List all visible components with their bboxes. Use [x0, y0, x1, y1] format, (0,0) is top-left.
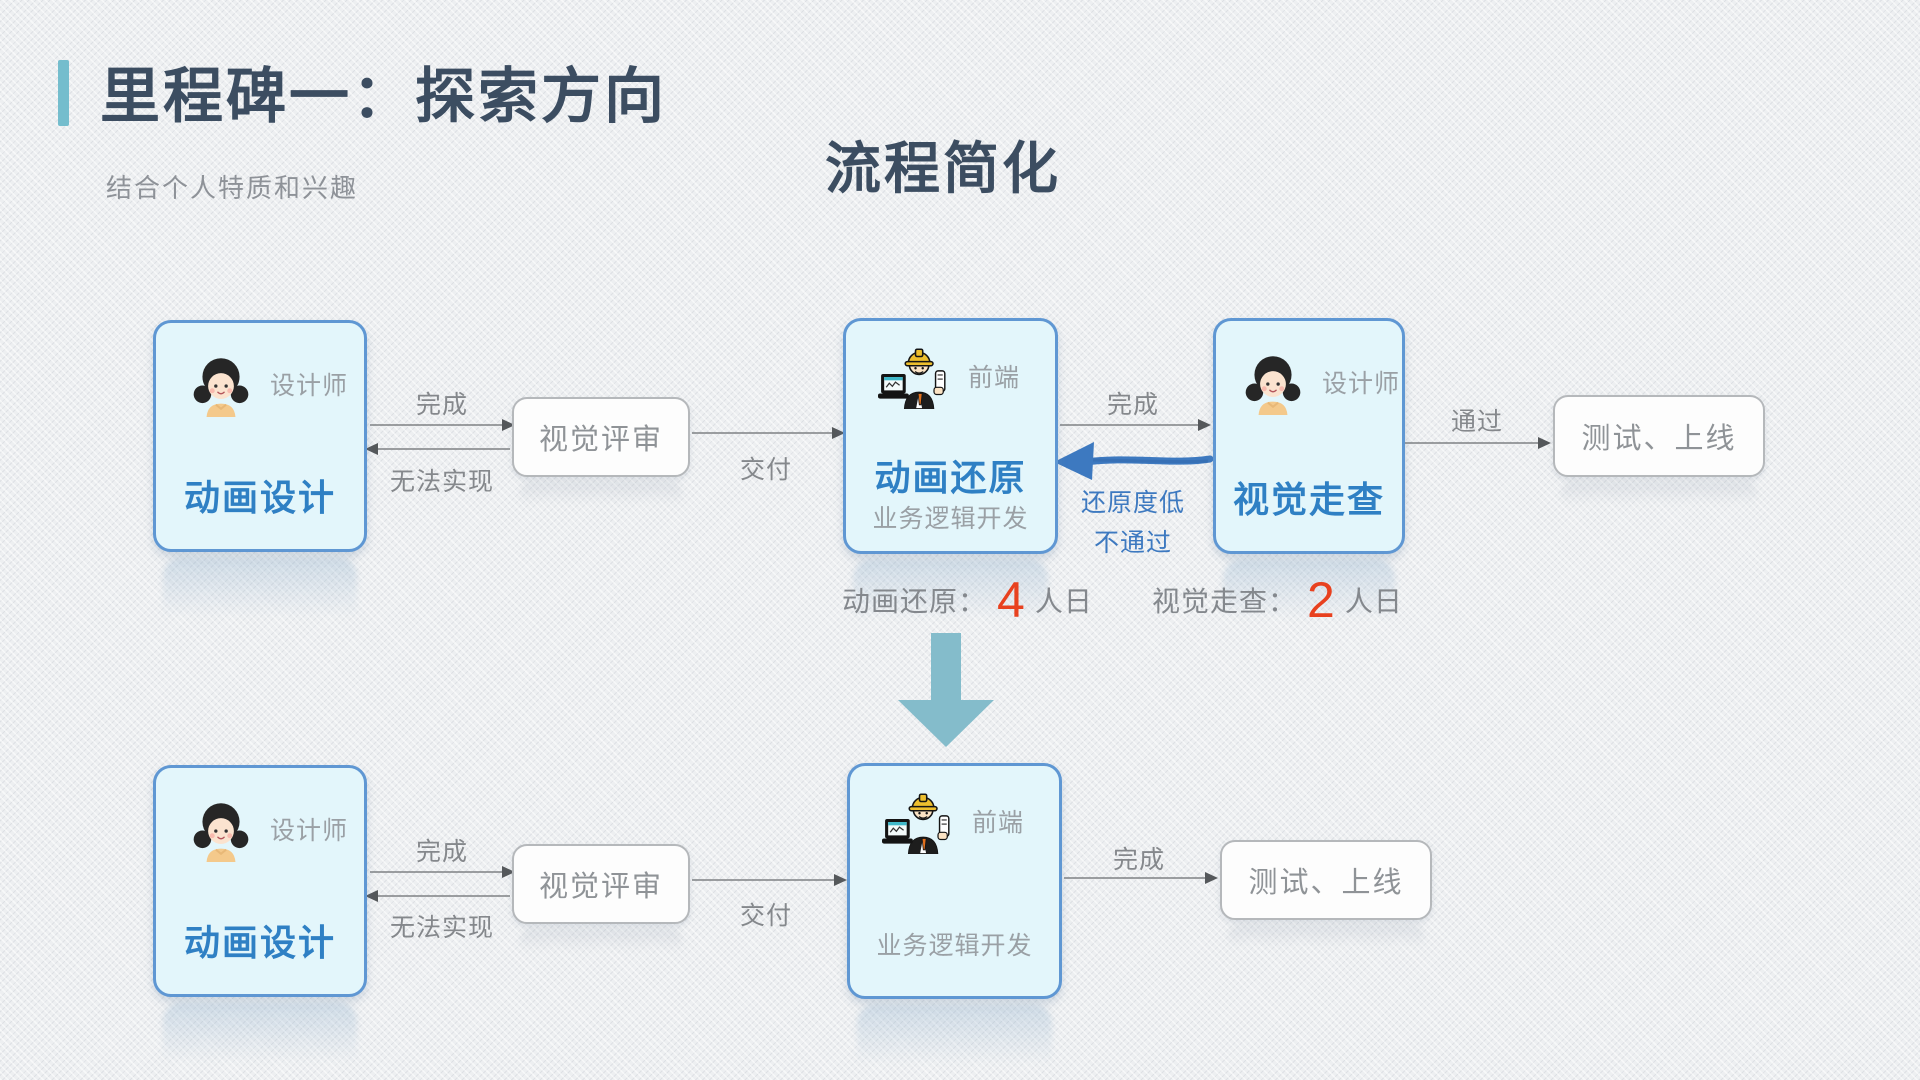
- node-title: 视觉评审: [538, 871, 663, 903]
- arrow-label-deliver: 交付: [739, 902, 793, 930]
- stat-value: 4: [997, 572, 1025, 628]
- reflection: [1228, 925, 1424, 951]
- arrow-cannot-implement-top: [365, 443, 510, 455]
- node-title: 视觉评审: [538, 424, 663, 456]
- designer-avatar-icon: [193, 803, 249, 862]
- node-anim-design-top: 设计师 动画设计: [153, 320, 367, 552]
- reflection: [853, 560, 1048, 630]
- stat-unit: 人日: [1344, 586, 1403, 617]
- role-label: 设计师: [270, 372, 349, 400]
- node-title: 动画设计: [183, 477, 336, 518]
- reflection: [1223, 560, 1395, 630]
- node-title: 测试、上线: [1248, 867, 1404, 899]
- arrow-label-cannot-implement: 无法实现: [389, 468, 495, 496]
- reflection: [520, 929, 682, 955]
- node-subtitle: 业务逻辑开发: [872, 505, 1029, 533]
- arrow-label-done: 完成: [415, 391, 469, 419]
- node-title: 动画还原: [874, 457, 1027, 498]
- section-heading: 流程简化: [825, 137, 1061, 200]
- node-test-online-bottom: 测试、上线: [1220, 840, 1432, 920]
- arrow-cannot-implement-bottom: [365, 890, 510, 902]
- arrow-reject-blue: [1054, 442, 1214, 480]
- stat-label: 动画还原：: [842, 586, 988, 617]
- stat-unit: 人日: [1034, 586, 1093, 617]
- role-label: 设计师: [270, 817, 349, 845]
- frontend-worker-avatar-icon: [882, 793, 950, 854]
- page-subtitle: 结合个人特质和兴趣: [106, 173, 359, 203]
- node-visual-check: 设计师 视觉走查: [1213, 318, 1405, 554]
- stat-value: 2: [1307, 572, 1335, 628]
- role-label: 设计师: [1322, 370, 1401, 398]
- reflection: [520, 482, 682, 508]
- arrow-label-done: 完成: [1112, 846, 1166, 874]
- arrow-pass-top: [1405, 437, 1551, 449]
- stat-visual-check: 视觉走查： 2 人日: [1152, 575, 1403, 625]
- arrow-label-pass: 通过: [1450, 408, 1504, 436]
- node-title: 视觉走查: [1232, 479, 1385, 520]
- node-anim-design-bottom: 设计师 动画设计: [153, 765, 367, 997]
- stat-anim-restore: 动画还原： 4 人日: [842, 575, 1093, 625]
- arrow-label-not-pass: 不通过: [1093, 529, 1173, 557]
- reflection: [163, 1003, 357, 1073]
- arrow-label-done: 完成: [1106, 391, 1160, 419]
- page-title: 里程碑一：探索方向: [100, 63, 667, 130]
- frontend-worker-avatar-icon: [878, 348, 946, 409]
- arrow-label-deliver: 交付: [739, 456, 793, 484]
- role-label: 前端: [972, 809, 1025, 837]
- node-visual-review-bottom: 视觉评审: [512, 844, 690, 924]
- node-title: 测试、上线: [1581, 423, 1737, 455]
- arrow-label-done: 完成: [415, 838, 469, 866]
- node-title: 业务逻辑开发: [876, 932, 1033, 960]
- big-down-arrow-icon: [898, 633, 994, 747]
- node-anim-restore: 前端 动画还原 业务逻辑开发: [843, 318, 1058, 554]
- arrow-deliver-top: [692, 427, 845, 439]
- designer-avatar-icon: [193, 358, 249, 417]
- arrow-deliver-bottom: [692, 874, 847, 886]
- arrow-label-low-fidelity: 还原度低: [1080, 489, 1186, 517]
- reflection: [1561, 482, 1757, 508]
- node-visual-review-top: 视觉评审: [512, 397, 690, 477]
- title-accent-bar: [58, 60, 69, 126]
- stat-label: 视觉走查：: [1152, 586, 1298, 617]
- reflection: [857, 1005, 1052, 1075]
- reflection: [163, 558, 357, 628]
- node-title: 动画设计: [183, 922, 336, 963]
- node-test-online-top: 测试、上线: [1553, 395, 1765, 477]
- node-logic-dev: 前端 业务逻辑开发: [847, 763, 1062, 999]
- role-label: 前端: [968, 364, 1021, 392]
- designer-avatar-icon: [1245, 356, 1301, 415]
- arrow-label-cannot-implement: 无法实现: [389, 914, 495, 942]
